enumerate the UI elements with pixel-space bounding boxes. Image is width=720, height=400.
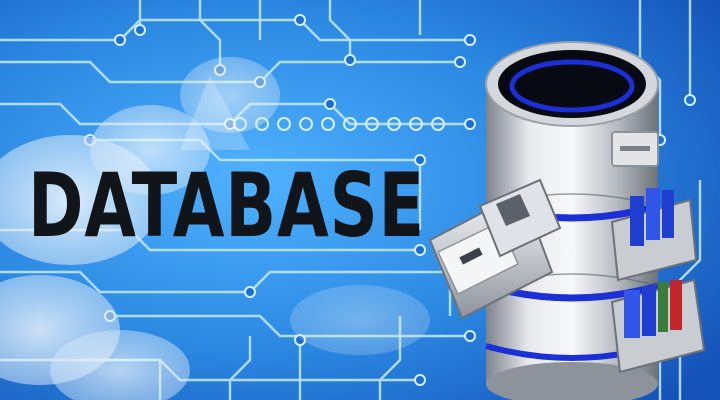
file-drawer-icon [610, 188, 706, 374]
folders-icon [630, 196, 644, 246]
usb-plug-icon [428, 178, 562, 320]
cloud-icon [0, 57, 430, 400]
arrow-shape [180, 75, 250, 150]
headline-title: DATABASE [28, 154, 425, 257]
